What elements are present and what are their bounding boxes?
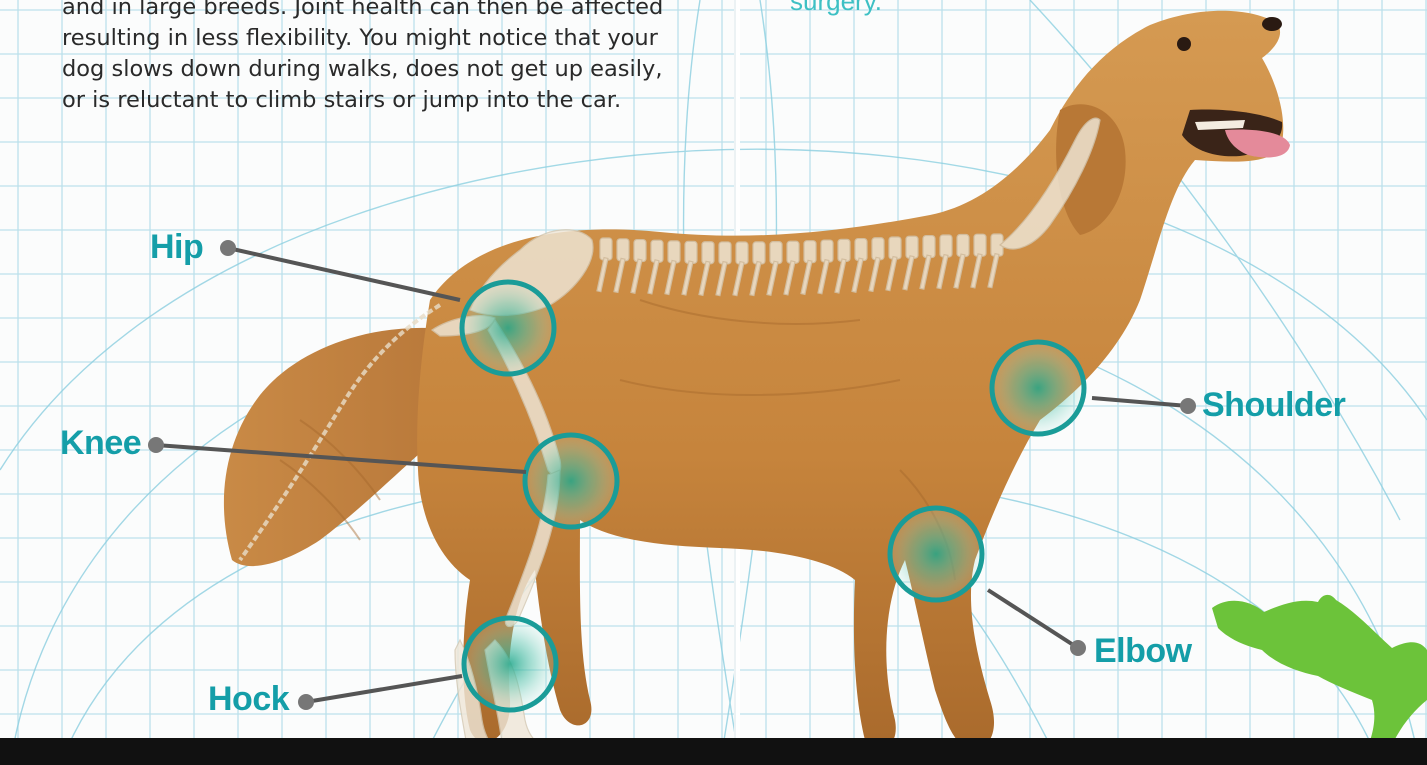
vertebra [838, 239, 850, 261]
vertebra [702, 242, 714, 264]
vertebra [668, 241, 680, 263]
vertebra [736, 242, 748, 264]
vertebra [889, 237, 901, 259]
hock-label: Hock [208, 680, 289, 719]
vertebra [651, 240, 663, 262]
vertebra [719, 242, 731, 264]
vertebra [906, 236, 918, 258]
vertebra [821, 240, 833, 262]
intro-line: resulting in less flexibility. You might… [62, 23, 702, 54]
bottom-bar [0, 738, 1427, 765]
knee-label: Knee [60, 424, 141, 463]
vertebra [855, 239, 867, 261]
vertebra [804, 241, 816, 263]
vertebra [957, 235, 969, 257]
vertebra [872, 238, 884, 260]
vertebra [753, 242, 765, 264]
surgery-text-fragment: surgery. [790, 0, 882, 17]
intro-paragraph: and in large breeds. Joint health can th… [62, 0, 702, 116]
vertebra [974, 234, 986, 256]
vertebra [617, 239, 629, 261]
intro-line: and in large breeds. Joint health can th… [62, 0, 702, 23]
hip-label: Hip [150, 228, 203, 267]
vertebra [770, 242, 782, 264]
intro-line: dog slows down during walks, does not ge… [62, 54, 702, 85]
vertebra [787, 241, 799, 263]
intro-line: or is reluctant to climb stairs or jump … [62, 85, 702, 116]
vertebra [685, 241, 697, 263]
vertebra [634, 240, 646, 262]
shoulder-label: Shoulder [1202, 386, 1345, 425]
vertebra [940, 235, 952, 257]
vertebra [923, 236, 935, 258]
vertebra [600, 238, 612, 260]
elbow-label: Elbow [1094, 632, 1192, 671]
